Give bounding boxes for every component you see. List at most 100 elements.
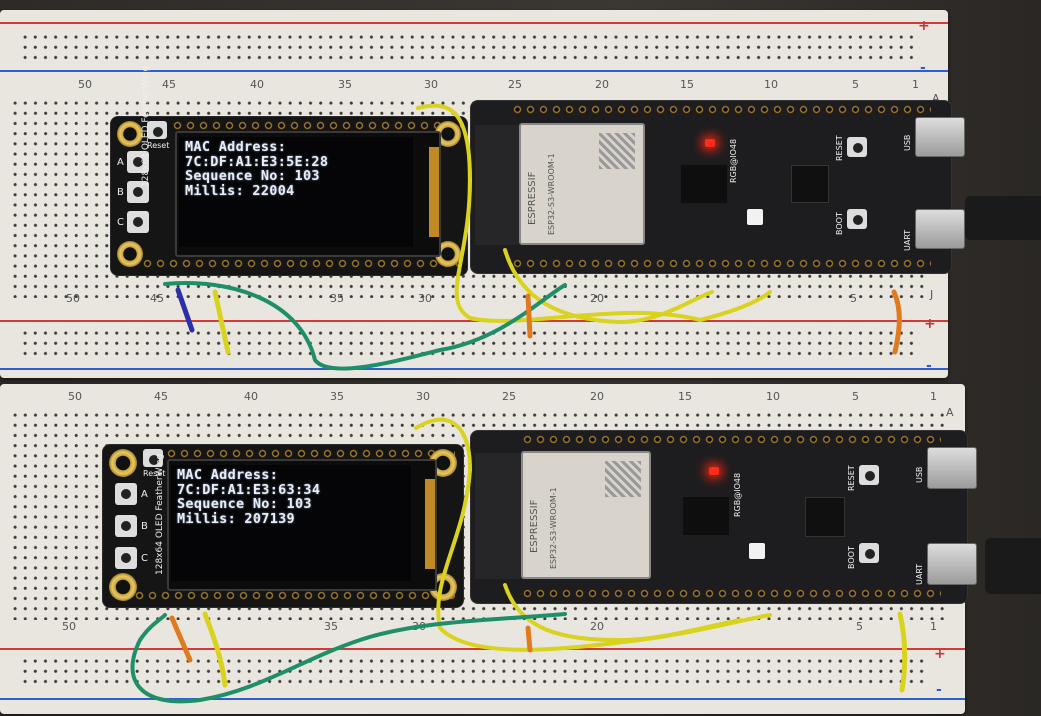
header-pins <box>521 587 941 600</box>
column-number: 25 <box>508 78 522 91</box>
oled-line-mac-label: MAC Address: <box>185 139 287 155</box>
module-antenna <box>475 453 521 579</box>
rail-plus-sign: + <box>924 316 936 332</box>
column-number: 35 <box>324 620 338 633</box>
oled-line-sequence: Sequence No: 103 <box>185 168 320 184</box>
mounting-hole <box>109 449 137 477</box>
column-number: 35 <box>330 292 344 305</box>
rail-minus-sign: - <box>920 60 926 76</box>
wire-yellow <box>503 248 714 325</box>
column-number: 20 <box>590 390 604 403</box>
column-number: 45 <box>150 292 164 305</box>
rail-minus-sign: - <box>926 358 932 374</box>
wifi-module: ESPRESSIF ESP32-S3-WROOM-1 <box>521 451 651 579</box>
uart-port[interactable] <box>927 543 977 585</box>
header-pins <box>141 257 461 270</box>
button-b[interactable] <box>127 181 149 203</box>
oled-flex-connector <box>429 147 439 237</box>
column-number: 25 <box>502 390 516 403</box>
button-c-label: C <box>141 553 148 564</box>
oled-screen: MAC Address: 7C:DF:A1:E3:5E:28 Sequence … <box>179 137 413 247</box>
button-b[interactable] <box>115 515 137 537</box>
column-number: 1 <box>930 620 937 633</box>
button-c[interactable] <box>115 547 137 569</box>
wifi-module: ESPRESSIF ESP32-S3-WROOM-1 <box>519 123 645 245</box>
oled-line-sequence: Sequence No: 103 <box>177 496 312 512</box>
header-pins <box>521 433 941 446</box>
wire-yellow <box>212 289 231 355</box>
boot-button[interactable] <box>847 209 867 229</box>
button-c-label: C <box>117 217 124 228</box>
column-number: 20 <box>590 620 604 633</box>
usb-cable <box>985 538 1041 594</box>
rail-minus-sign: - <box>936 682 942 698</box>
wire-yellow <box>503 583 742 643</box>
qr-code <box>599 133 635 169</box>
mounting-hole <box>117 121 143 147</box>
oled-featherwing-bottom: Reset A B C 128x64 OLED FeatherWing MAC … <box>102 444 464 608</box>
regulator-chip <box>681 165 727 203</box>
usb-cable <box>965 196 1041 240</box>
reset-button[interactable] <box>847 137 867 157</box>
column-number: 15 <box>680 78 694 91</box>
column-number: 20 <box>595 78 609 91</box>
usb-bridge-chip <box>791 165 829 203</box>
column-number: 20 <box>590 292 604 305</box>
rail-red-line <box>0 648 965 650</box>
column-number: 10 <box>766 390 780 403</box>
regulator-chip <box>683 497 729 535</box>
column-number: 15 <box>678 390 692 403</box>
header-pins <box>165 447 455 460</box>
button-a-label: A <box>141 489 148 500</box>
column-number: 30 <box>416 390 430 403</box>
column-number: 40 <box>244 390 258 403</box>
column-number: 50 <box>78 78 92 91</box>
column-number: 35 <box>338 78 352 91</box>
row-letter: A <box>932 92 940 105</box>
column-number: 30 <box>424 78 438 91</box>
oled-line-mac-value: 7C:DF:A1:E3:5E:28 <box>185 153 329 170</box>
header-pins <box>133 589 455 602</box>
button-c[interactable] <box>127 211 149 233</box>
reset-button[interactable] <box>859 465 879 485</box>
wire-orange <box>891 289 902 355</box>
column-number: 5 <box>850 292 857 305</box>
column-number: 50 <box>68 390 82 403</box>
esp32-s3-devkit-top: ESPRESSIF ESP32-S3-WROOM-1 RGB@IO48 RESE… <box>470 100 965 274</box>
column-number: 30 <box>418 292 432 305</box>
rail-blue-line <box>0 368 948 370</box>
mounting-hole <box>109 573 137 601</box>
column-number: 10 <box>764 78 778 91</box>
uart-port[interactable] <box>915 209 965 249</box>
reset-label: Reset <box>147 141 170 150</box>
oled-line-mac-value: 7C:DF:A1:E3:63:34 <box>177 481 321 498</box>
rail-plus-sign: + <box>934 646 946 662</box>
boot-button[interactable] <box>859 543 879 563</box>
power-led <box>709 467 719 475</box>
column-number: 1 <box>930 390 937 403</box>
usb-port[interactable] <box>927 447 977 489</box>
wire-yellow <box>414 417 772 652</box>
wire-yellow <box>202 611 228 688</box>
power-led <box>705 139 715 147</box>
header-pins <box>171 119 461 132</box>
button-a[interactable] <box>115 483 137 505</box>
oled-line-mac-label: MAC Address: <box>177 467 279 483</box>
column-number: 5 <box>852 78 859 91</box>
column-number: 1 <box>912 78 919 91</box>
reset-button[interactable] <box>143 449 163 467</box>
wire-blue <box>175 287 195 333</box>
esp32-s3-devkit-bottom: ESPRESSIF ESP32-S3-WROOM-1 RGB@IO48 RESE… <box>470 430 977 604</box>
header-pins <box>511 103 931 116</box>
column-number: 5 <box>852 390 859 403</box>
reset-button[interactable] <box>147 121 167 139</box>
qr-code <box>605 461 641 497</box>
oled-flex-connector <box>425 479 435 569</box>
button-b-label: B <box>117 187 124 198</box>
row-letter: J <box>930 288 934 301</box>
usb-port[interactable] <box>915 117 965 157</box>
wire-yellow <box>416 103 772 323</box>
button-a[interactable] <box>127 151 149 173</box>
wire-green <box>130 612 567 704</box>
